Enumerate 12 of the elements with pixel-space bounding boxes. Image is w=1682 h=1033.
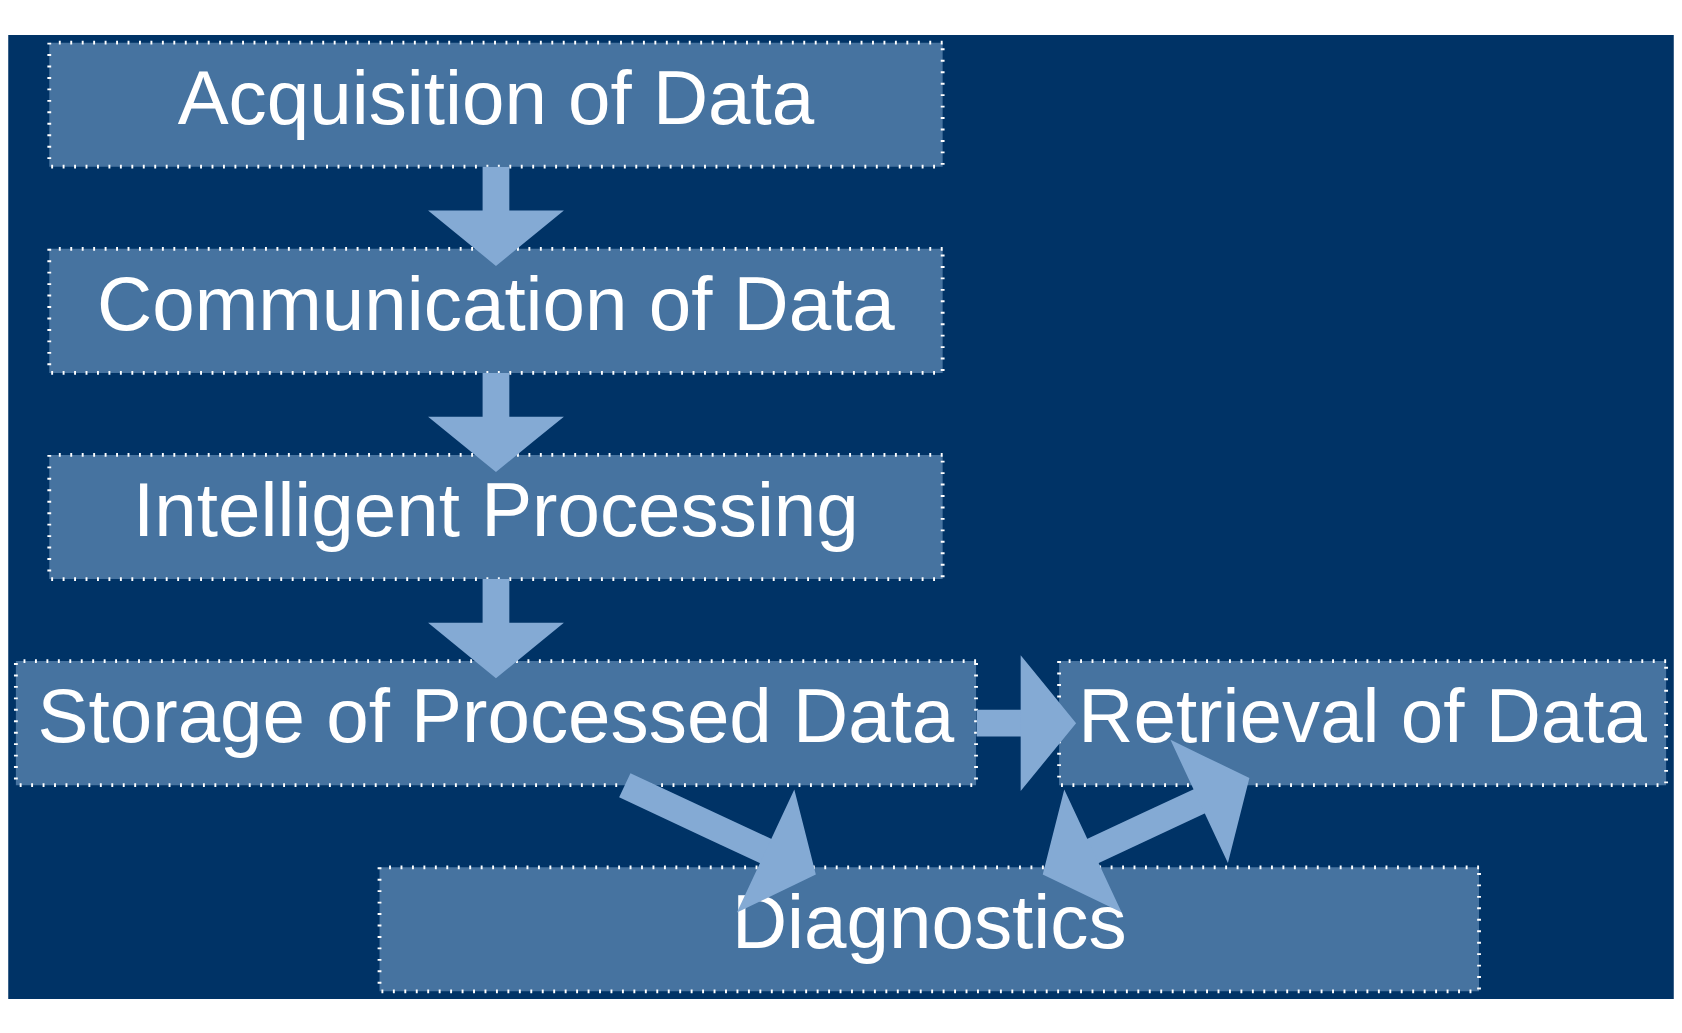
arrow bbox=[428, 166, 564, 266]
node-box: Communication of Data bbox=[47, 246, 945, 375]
node-box: Retrieval of Data bbox=[1057, 658, 1669, 787]
node-box: Intelligent Processing bbox=[47, 452, 945, 581]
arrow bbox=[428, 372, 564, 472]
arrow bbox=[976, 654, 1077, 791]
arrow bbox=[619, 772, 816, 912]
arrow bbox=[1042, 739, 1250, 912]
node-box: Diagnostics bbox=[377, 864, 1481, 993]
node-box: Storage of Processed Data bbox=[13, 658, 978, 787]
arrow bbox=[428, 578, 564, 678]
node-box: Acquisition of Data bbox=[47, 40, 945, 169]
